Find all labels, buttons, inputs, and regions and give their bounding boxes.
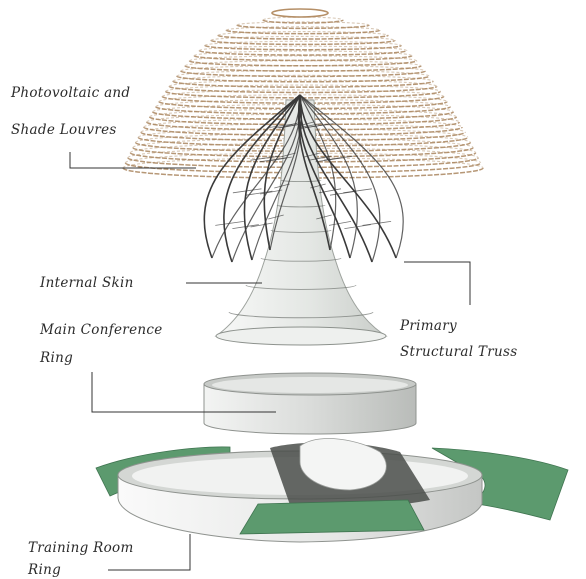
internal-skin	[216, 100, 386, 345]
internal-skin-base	[216, 327, 386, 345]
label-training-line2: Ring	[28, 562, 61, 578]
label-training-line1: Training Room	[28, 540, 134, 556]
louvre-top-ring	[272, 9, 328, 17]
truss-strut	[329, 221, 351, 225]
main-conference-ring	[204, 373, 416, 434]
label-photovoltaic-line1: Photovoltaic and	[11, 85, 130, 101]
green-terrace-front	[240, 500, 424, 534]
label-main-conference-line2: Ring	[40, 350, 73, 366]
louvre-ring-back	[218, 32, 388, 36]
louvre-ring-front	[194, 56, 412, 61]
label-truss-line1: Primary	[400, 318, 457, 334]
training-room-ring	[96, 439, 568, 542]
leader-truss	[404, 262, 470, 305]
louvre-ring-back	[263, 17, 343, 20]
main-conference-ring-opening	[212, 377, 408, 393]
label-main-conference-line1: Main Conference	[40, 322, 163, 338]
truss-strut	[343, 189, 372, 193]
louvre-ring-front	[199, 51, 406, 55]
label-photovoltaic-line2: Shade Louvres	[11, 122, 117, 138]
label-truss-line2: Structural Truss	[400, 344, 517, 360]
label-internal-skin: Internal Skin	[40, 275, 134, 291]
